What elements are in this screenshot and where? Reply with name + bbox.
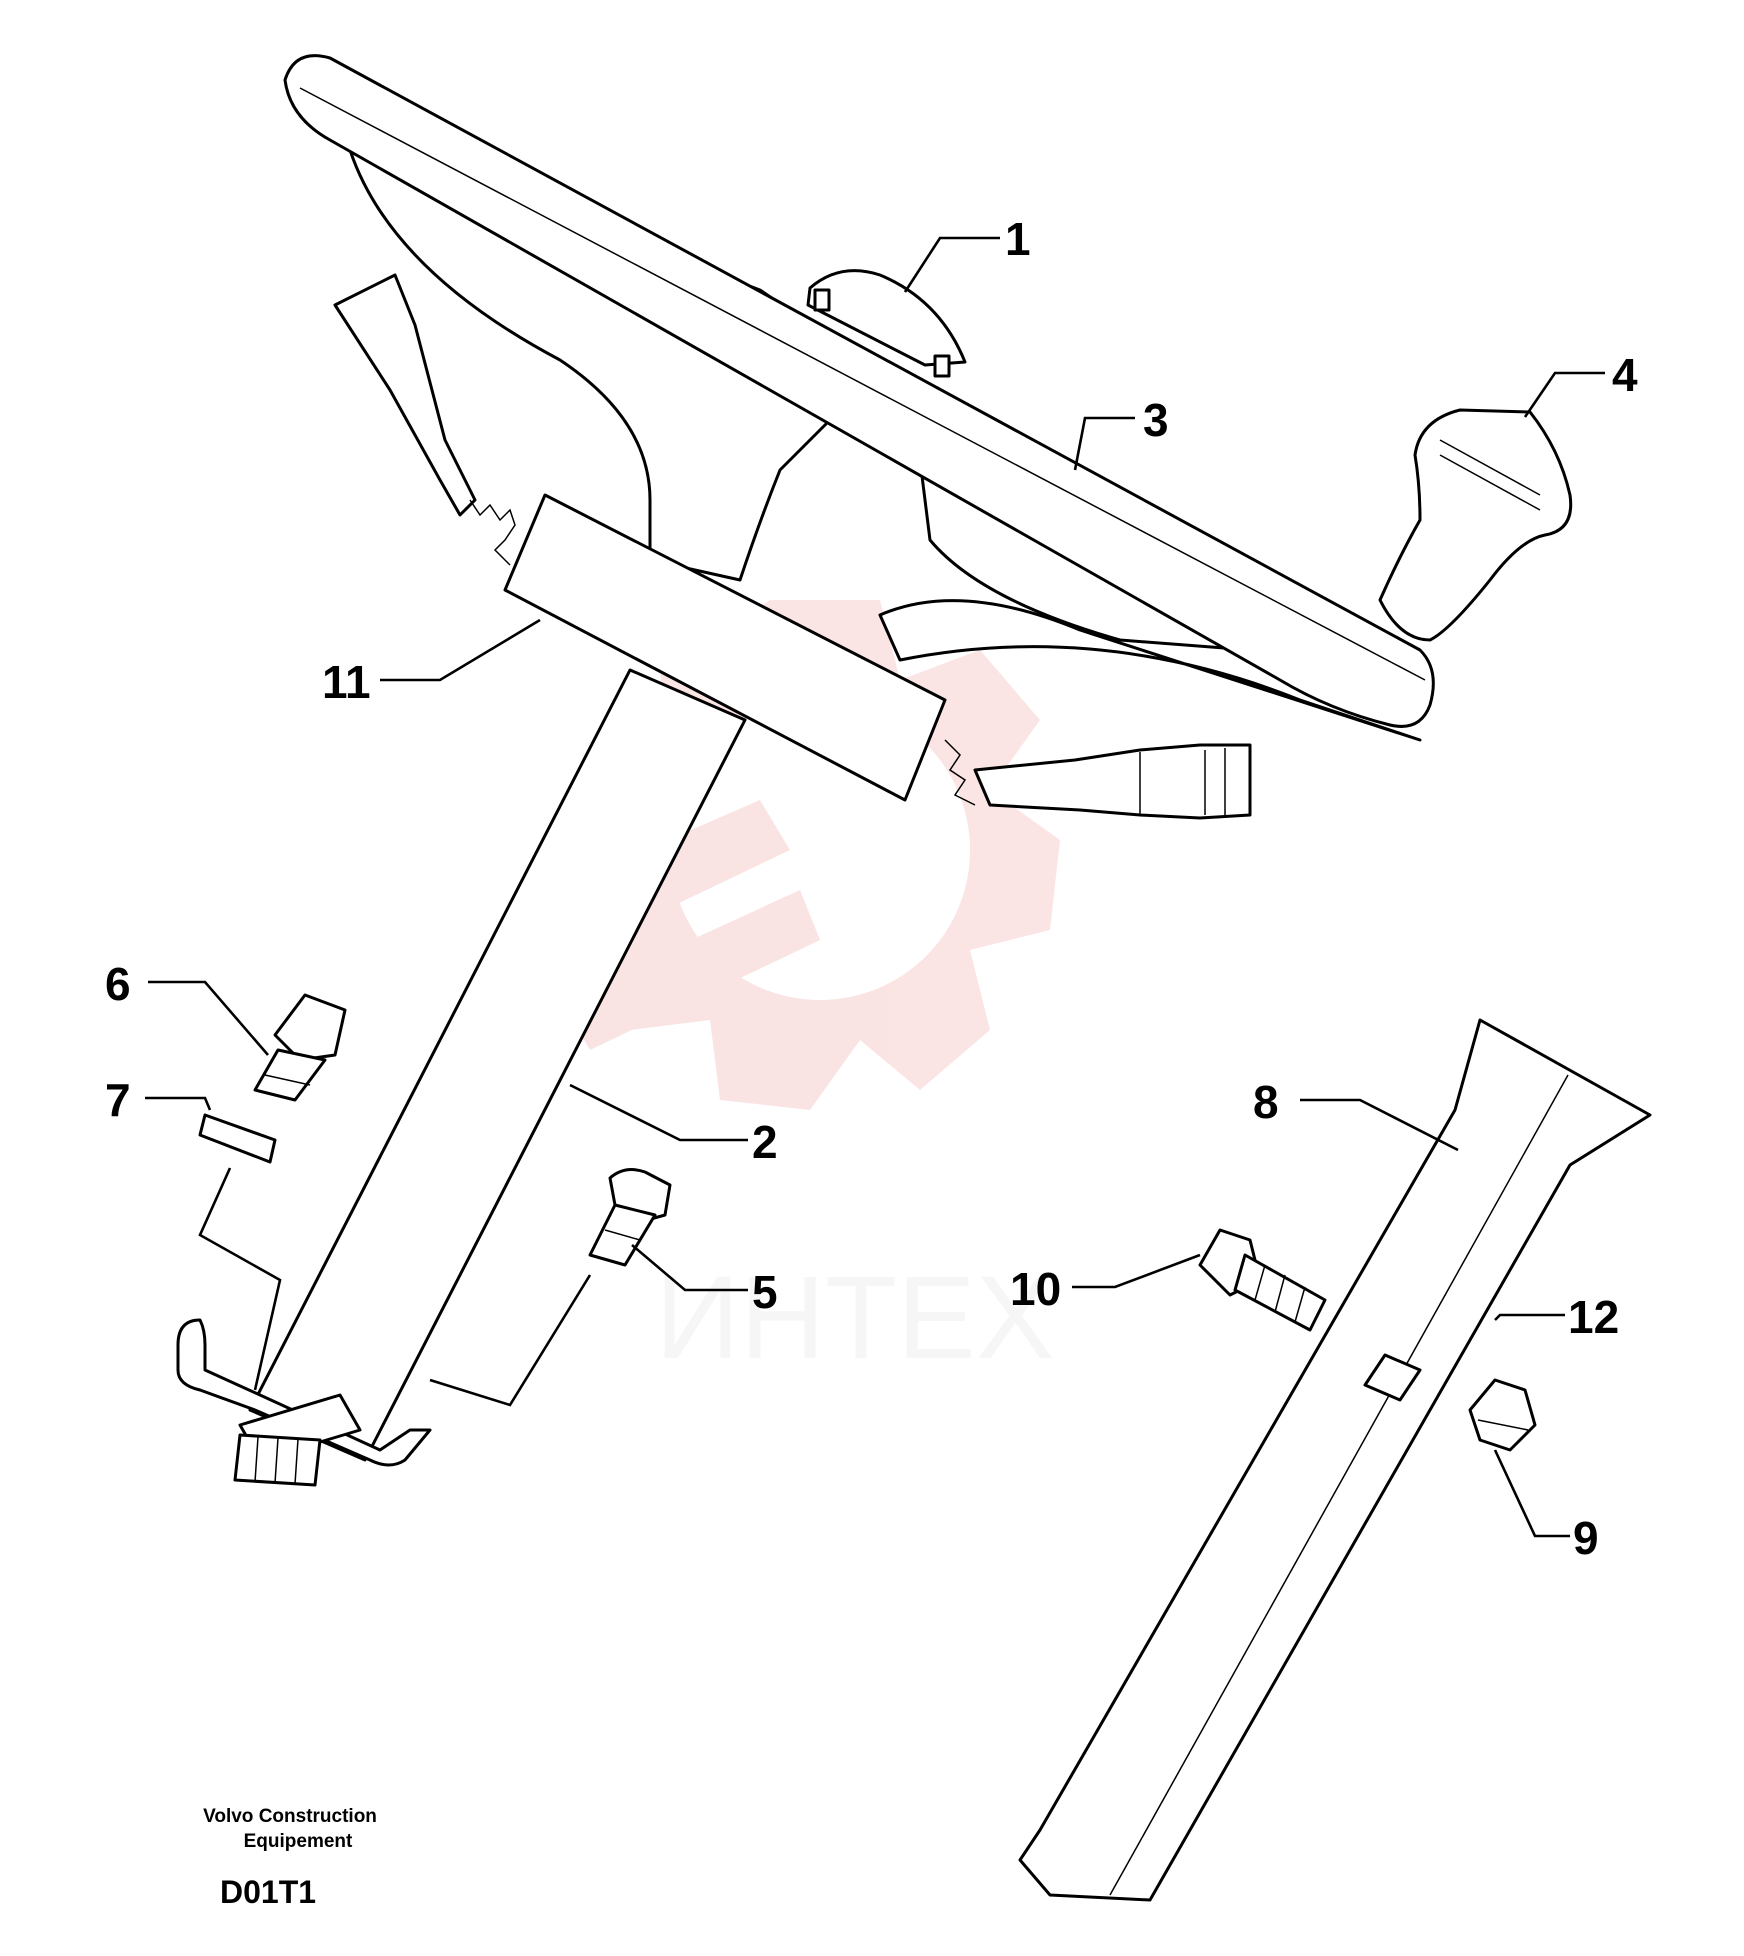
nut-9 [1468,1378,1537,1452]
callout-2: 2 [752,1116,778,1168]
key-7 [198,1113,277,1164]
callout-labels: 1 2 3 4 5 6 7 8 9 10 11 12 [105,213,1638,1564]
bolt-5 [588,1168,672,1267]
steering-wheel [283,54,1435,742]
callout-12: 12 [1568,1291,1619,1343]
bolt-6 [253,993,347,1102]
watermark-text: ИНТЕХ [655,1252,1055,1384]
callout-3: 3 [1143,394,1169,446]
leader-1 [903,236,1000,293]
column-end-nut [233,1433,322,1487]
bolt-10 [1198,1228,1327,1332]
turn-signal-switch [333,273,1252,820]
callout-9: 9 [1573,1512,1599,1564]
callout-7: 7 [105,1074,131,1126]
leader-11 [380,618,541,682]
callout-1: 1 [1005,213,1031,265]
leader-lines [145,236,1605,1538]
callout-10: 10 [1010,1263,1061,1315]
callout-4: 4 [1612,349,1638,401]
leader-4 [1523,371,1605,418]
steering-column [176,668,747,1487]
wheel-rim [283,54,1435,728]
footer-company-line1: Volvo Construction [203,1806,377,1827]
lower-column [1018,1018,1652,1902]
callout-8: 8 [1253,1076,1279,1128]
leader-7 [145,1096,212,1111]
leader-5 [631,1244,748,1292]
spinner-knob [1378,408,1573,642]
horn-cap [806,269,967,378]
leader-8 [1300,1098,1459,1152]
footer-company-line2: Equipement [244,1831,353,1852]
footer-code: D01T1 [220,1874,316,1910]
leader-3 [1073,416,1135,471]
leader-7b [198,1167,282,1391]
footer: Volvo Construction Equipement D01T1 [203,1806,377,1910]
leader-10 [1072,1253,1201,1289]
leader-12 [1494,1313,1565,1321]
leader-5b [429,1274,592,1407]
leader-2 [569,1083,748,1142]
leader-9 [1493,1449,1570,1538]
callout-11: 11 [322,656,371,708]
callout-6: 6 [105,958,131,1010]
leader-6 [148,980,269,1056]
harness-connector [973,743,1252,820]
callout-5: 5 [752,1266,778,1318]
